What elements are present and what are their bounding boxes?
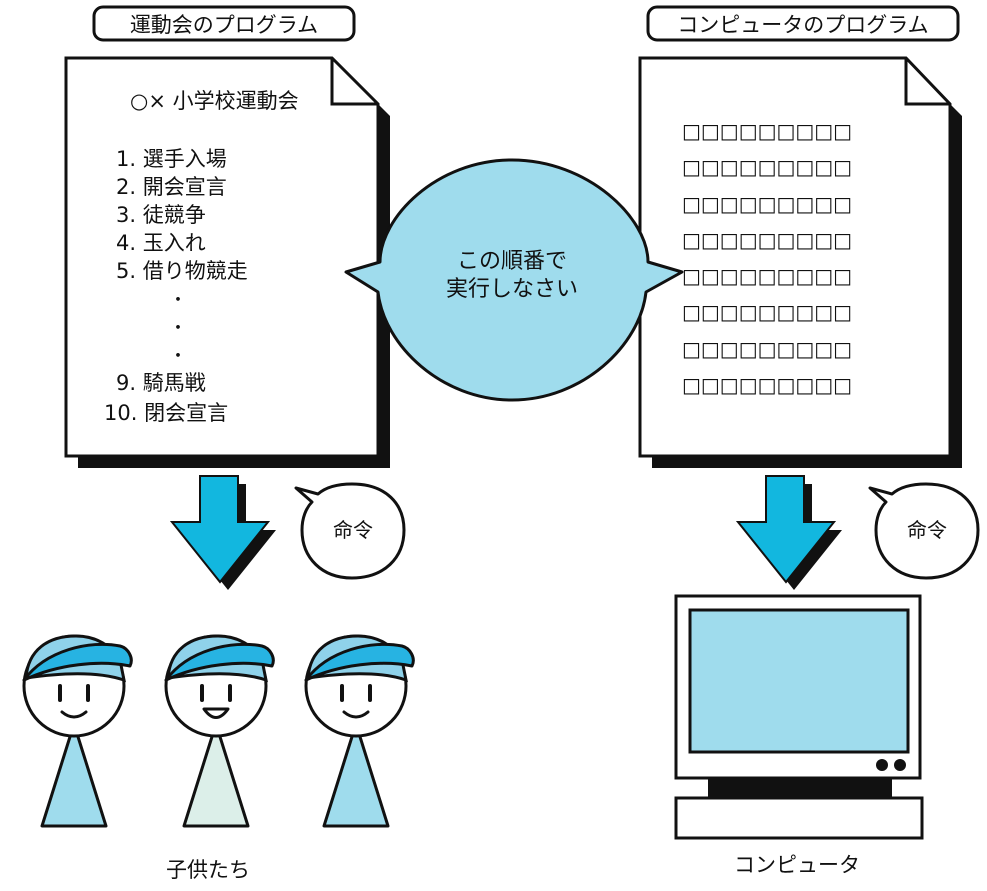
child-figure bbox=[164, 634, 275, 828]
list-item: 1. 選手入場 bbox=[116, 147, 227, 171]
code-line: □□□□□□□□□ bbox=[682, 228, 852, 252]
left-document: ○× 小学校運動会 1. 選手入場 2. 開会宣言 3. 徒競争 4. 玉入れ … bbox=[64, 56, 390, 468]
list-item: 9. 騎馬戦 bbox=[116, 371, 206, 395]
center-speech-bubble: この順番で 実行しなさい bbox=[344, 158, 684, 402]
code-line: □□□□□□□□□ bbox=[682, 155, 852, 179]
ellipsis-dot: ・ bbox=[169, 290, 187, 311]
code-line: □□□□□□□□□ bbox=[682, 119, 852, 143]
code-line: □□□□□□□□□ bbox=[682, 337, 852, 361]
right-command-bubble: 命令 bbox=[868, 482, 980, 580]
child-figure bbox=[22, 634, 133, 828]
left-down-arrow-icon bbox=[169, 475, 276, 590]
children-caption: 子供たち bbox=[166, 858, 250, 882]
child-figure bbox=[304, 634, 415, 828]
list-item: 10. 閉会宣言 bbox=[104, 401, 228, 425]
right-title-text: コンピュータのプログラム bbox=[677, 13, 928, 37]
code-line: □□□□□□□□□ bbox=[682, 192, 852, 216]
ellipsis-dot: ・ bbox=[169, 318, 187, 339]
list-item: 5. 借り物競走 bbox=[116, 259, 248, 283]
code-line: □□□□□□□□□ bbox=[682, 264, 852, 288]
computer-monitor-icon bbox=[674, 594, 924, 840]
left-command-bubble: 命令 bbox=[294, 482, 406, 580]
computer-caption: コンピュータ bbox=[734, 853, 860, 877]
left-title-text: 運動会のプログラム bbox=[130, 13, 318, 37]
list-item: 3. 徒競争 bbox=[116, 203, 206, 227]
left-title-label: 運動会のプログラム bbox=[92, 5, 356, 42]
left-command-label: 命令 bbox=[333, 518, 373, 542]
right-down-arrow-icon bbox=[735, 475, 842, 590]
right-document: □□□□□□□□□ □□□□□□□□□ □□□□□□□□□ □□□□□□□□□ … bbox=[638, 56, 962, 468]
list-item: 2. 開会宣言 bbox=[116, 175, 227, 199]
code-line: □□□□□□□□□ bbox=[682, 373, 852, 397]
right-title-label: コンピュータのプログラム bbox=[646, 5, 960, 42]
code-line: □□□□□□□□□ bbox=[682, 300, 852, 324]
doc-heading: ○× 小学校運動会 bbox=[130, 89, 299, 113]
bubble-line-1: この順番で bbox=[457, 249, 567, 274]
right-command-label: 命令 bbox=[907, 518, 947, 542]
list-item: 4. 玉入れ bbox=[116, 231, 206, 255]
ellipsis-dot: ・ bbox=[169, 346, 187, 367]
bubble-line-2: 実行しなさい bbox=[446, 277, 578, 302]
